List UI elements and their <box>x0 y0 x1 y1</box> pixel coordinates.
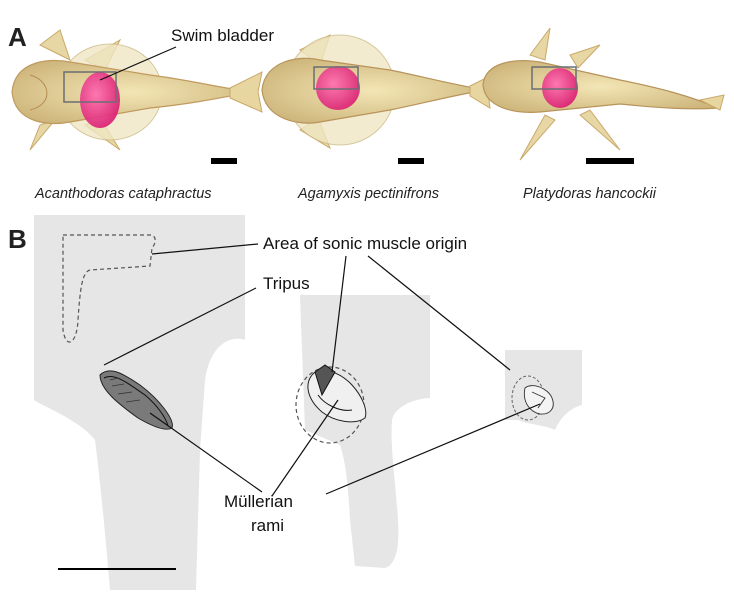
muscle-origin-label: Area of sonic muscle origin <box>263 234 467 254</box>
species-label-3: Platydoras hancockii <box>523 186 656 202</box>
tripus-drawing-3 <box>505 350 582 430</box>
species-label-1: Acanthodoras cataphractus <box>35 186 212 202</box>
swim-bladder-2 <box>316 66 360 110</box>
fish-acanthodoras <box>12 30 262 150</box>
swim-bladder-label: Swim bladder <box>171 26 274 46</box>
species-label-2: Agamyxis pectinifrons <box>298 186 439 202</box>
fish-platydoras <box>483 28 724 160</box>
tripus-label: Tripus <box>263 274 310 294</box>
swim-bladder-1 <box>80 72 120 128</box>
swim-bladder-3 <box>542 68 578 108</box>
rami-label: rami <box>251 516 284 536</box>
tripus-drawing-1 <box>34 215 245 590</box>
scale-bar-b <box>58 568 176 570</box>
scale-bar-a2 <box>398 158 424 164</box>
scale-bar-a3 <box>586 158 634 164</box>
fish-agamyxis <box>262 35 490 148</box>
scale-bar-a1 <box>211 158 237 164</box>
mullerian-label: Müllerian <box>224 492 293 512</box>
